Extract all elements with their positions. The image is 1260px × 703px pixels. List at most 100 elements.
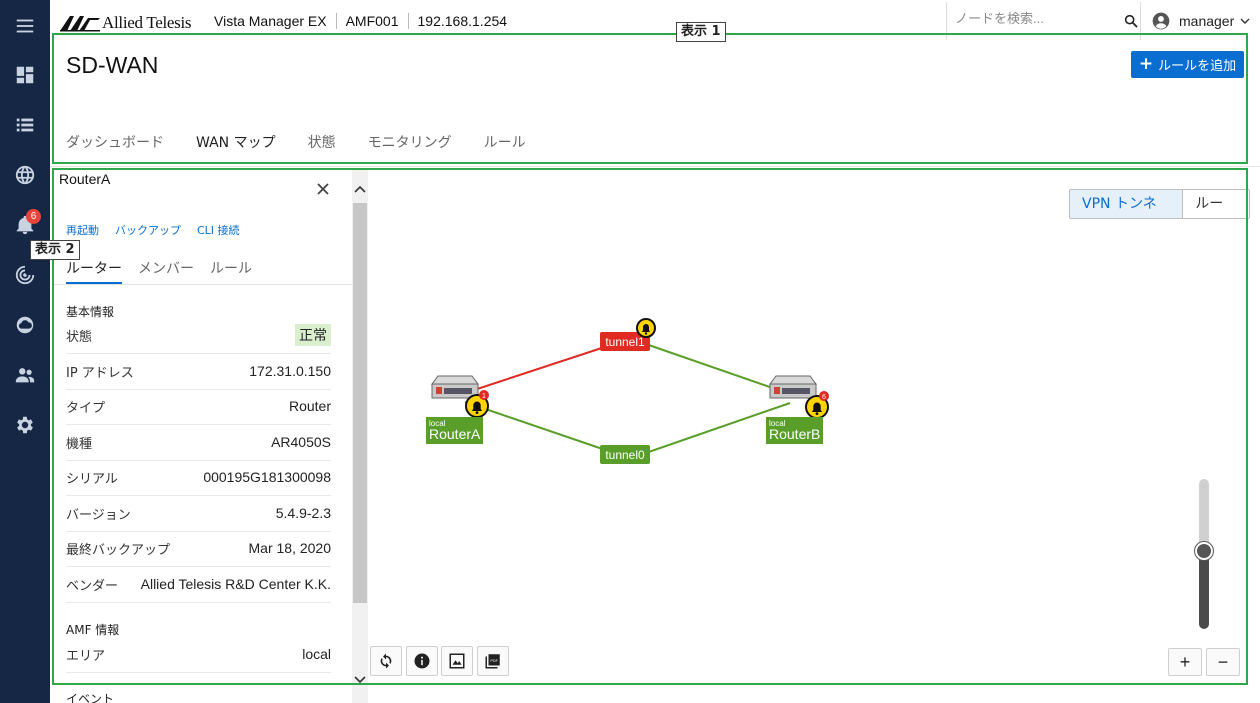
user-menu[interactable]: manager: [1140, 2, 1260, 40]
zoom-in-button[interactable]: +: [1168, 648, 1202, 676]
panel-tabs: ルーター メンバー ルール: [66, 258, 252, 284]
radar-icon[interactable]: [0, 255, 50, 295]
svg-text:tunnel0: tunnel0: [605, 448, 645, 462]
people-icon[interactable]: [0, 355, 50, 395]
router-node-a[interactable]: 1 local RouterA: [426, 375, 489, 444]
product-name: Vista Manager EX: [214, 13, 327, 29]
svg-text:local: local: [429, 419, 446, 428]
refresh-icon: [380, 653, 392, 669]
bell-icon[interactable]: [0, 205, 50, 245]
router-detail-panel: RouterA 再起動 バックアップ CLI 接続 ルーター メンバー ルール …: [54, 170, 352, 703]
tab-status[interactable]: 状態: [307, 135, 336, 151]
info-key: バージョン: [66, 507, 131, 523]
list-icon[interactable]: [0, 105, 50, 145]
info-key: タイプ: [66, 400, 106, 416]
pdf-export-icon: PDF: [485, 654, 500, 669]
status-badge: 正常: [295, 324, 331, 347]
info-key: 状態: [66, 329, 93, 345]
backup-link[interactable]: バックアップ: [115, 224, 181, 237]
notification-badge: 6: [26, 209, 41, 224]
menu-icon[interactable]: [0, 6, 50, 46]
tab-dashboard[interactable]: ダッシュボード: [66, 135, 164, 151]
info-button[interactable]: [406, 646, 438, 676]
tunnel0-label[interactable]: tunnel0: [600, 445, 650, 464]
image-export-button[interactable]: [441, 646, 473, 676]
info-row: 状態 正常: [66, 318, 331, 354]
brand-logo[interactable]: Allied Telesis: [60, 13, 192, 33]
cli-connect-link[interactable]: CLI 接続: [197, 224, 240, 237]
info-value: local: [302, 646, 331, 663]
search-input[interactable]: [955, 11, 1115, 26]
svg-text:RouterA: RouterA: [429, 426, 481, 442]
top-bar: Allied Telesis Vista Manager EX AMF001 1…: [50, 0, 1260, 46]
reboot-link[interactable]: 再起動: [66, 224, 99, 237]
cloud-icon[interactable]: [0, 305, 50, 345]
node-search: [946, 2, 1139, 40]
scroll-up-icon[interactable]: [354, 184, 366, 196]
info-key: ベンダー: [66, 578, 119, 594]
account-icon: [1152, 12, 1170, 30]
tunnel0-link-a: [464, 401, 621, 456]
info-key: エリア: [66, 648, 106, 664]
device-ip: 192.168.1.254: [417, 13, 508, 29]
events-title: イベント: [66, 692, 115, 703]
add-rule-button[interactable]: +ルールを追加: [1131, 51, 1244, 78]
info-key: 最終バックアップ: [66, 542, 171, 558]
tab-wan-map[interactable]: WAN マップ: [180, 124, 292, 164]
svg-text:RouterB: RouterB: [769, 426, 820, 442]
info-row: エリア local: [66, 637, 331, 673]
user-name: manager: [1179, 13, 1235, 29]
chevron-down-icon: [1240, 18, 1250, 24]
zoom-slider-handle[interactable]: [1195, 542, 1213, 560]
panel-tab-router[interactable]: ルーター: [66, 258, 122, 284]
pdf-export-button[interactable]: PDF: [477, 646, 509, 676]
info-value: Router: [288, 398, 331, 415]
gear-icon[interactable]: [0, 405, 50, 445]
device-name: AMF001: [345, 13, 399, 29]
info-key: 機種: [66, 436, 93, 452]
panel-tabs-divider: [54, 284, 352, 285]
page-tabs: ダッシュボード WAN マップ 状態 モニタリング ルール: [50, 124, 542, 164]
scrollbar-thumb[interactable]: [353, 203, 367, 603]
rule-toggle[interactable]: ルール: [1195, 196, 1224, 212]
svg-text:PDF: PDF: [490, 659, 498, 663]
info-value: 000195G181300098: [203, 469, 331, 486]
brand-name: Allied Telesis: [102, 13, 192, 32]
svg-text:1: 1: [482, 393, 486, 400]
router-node-b[interactable]: 6 local RouterB: [766, 375, 829, 444]
info-value: Mar 18, 2020: [248, 540, 332, 557]
search-icon[interactable]: [1123, 13, 1139, 29]
globe-icon[interactable]: [0, 155, 50, 195]
callout-label-1: 表示 1: [676, 22, 726, 42]
zoom-out-button[interactable]: −: [1206, 648, 1240, 676]
panel-tab-members[interactable]: メンバー: [138, 261, 194, 277]
breadcrumb: Vista Manager EX AMF001 192.168.1.254: [214, 13, 507, 29]
info-value: 5.4.9-2.3: [275, 505, 331, 522]
info-row: バージョン 5.4.9-2.3: [66, 496, 331, 532]
tab-rules[interactable]: ルール: [483, 135, 526, 151]
amf-info-title: AMF 情報: [66, 623, 120, 637]
panel-actions: 再起動 バックアップ CLI 接続: [66, 222, 240, 238]
panel-tab-rules[interactable]: ルール: [210, 261, 252, 277]
tab-monitoring[interactable]: モニタリング: [367, 135, 452, 151]
svg-text:local: local: [769, 419, 786, 428]
close-icon[interactable]: [316, 182, 330, 196]
panel-scrollbar[interactable]: [352, 170, 368, 703]
tunnel1-link-b: [639, 341, 791, 395]
tunnel0-link-b: [639, 402, 791, 456]
tunnel1-label[interactable]: tunnel1: [600, 332, 650, 351]
basic-info-title: 基本情報: [66, 305, 115, 319]
refresh-button[interactable]: [370, 646, 402, 676]
info-value: 172.31.0.150: [249, 363, 331, 380]
scroll-down-icon[interactable]: [354, 673, 366, 685]
header-divider: [50, 166, 1260, 167]
tunnel1-alert-icon[interactable]: [636, 318, 656, 338]
info-value: Allied Telesis R&D Center K.K.: [140, 576, 331, 593]
dashboard-icon[interactable]: [0, 55, 50, 95]
